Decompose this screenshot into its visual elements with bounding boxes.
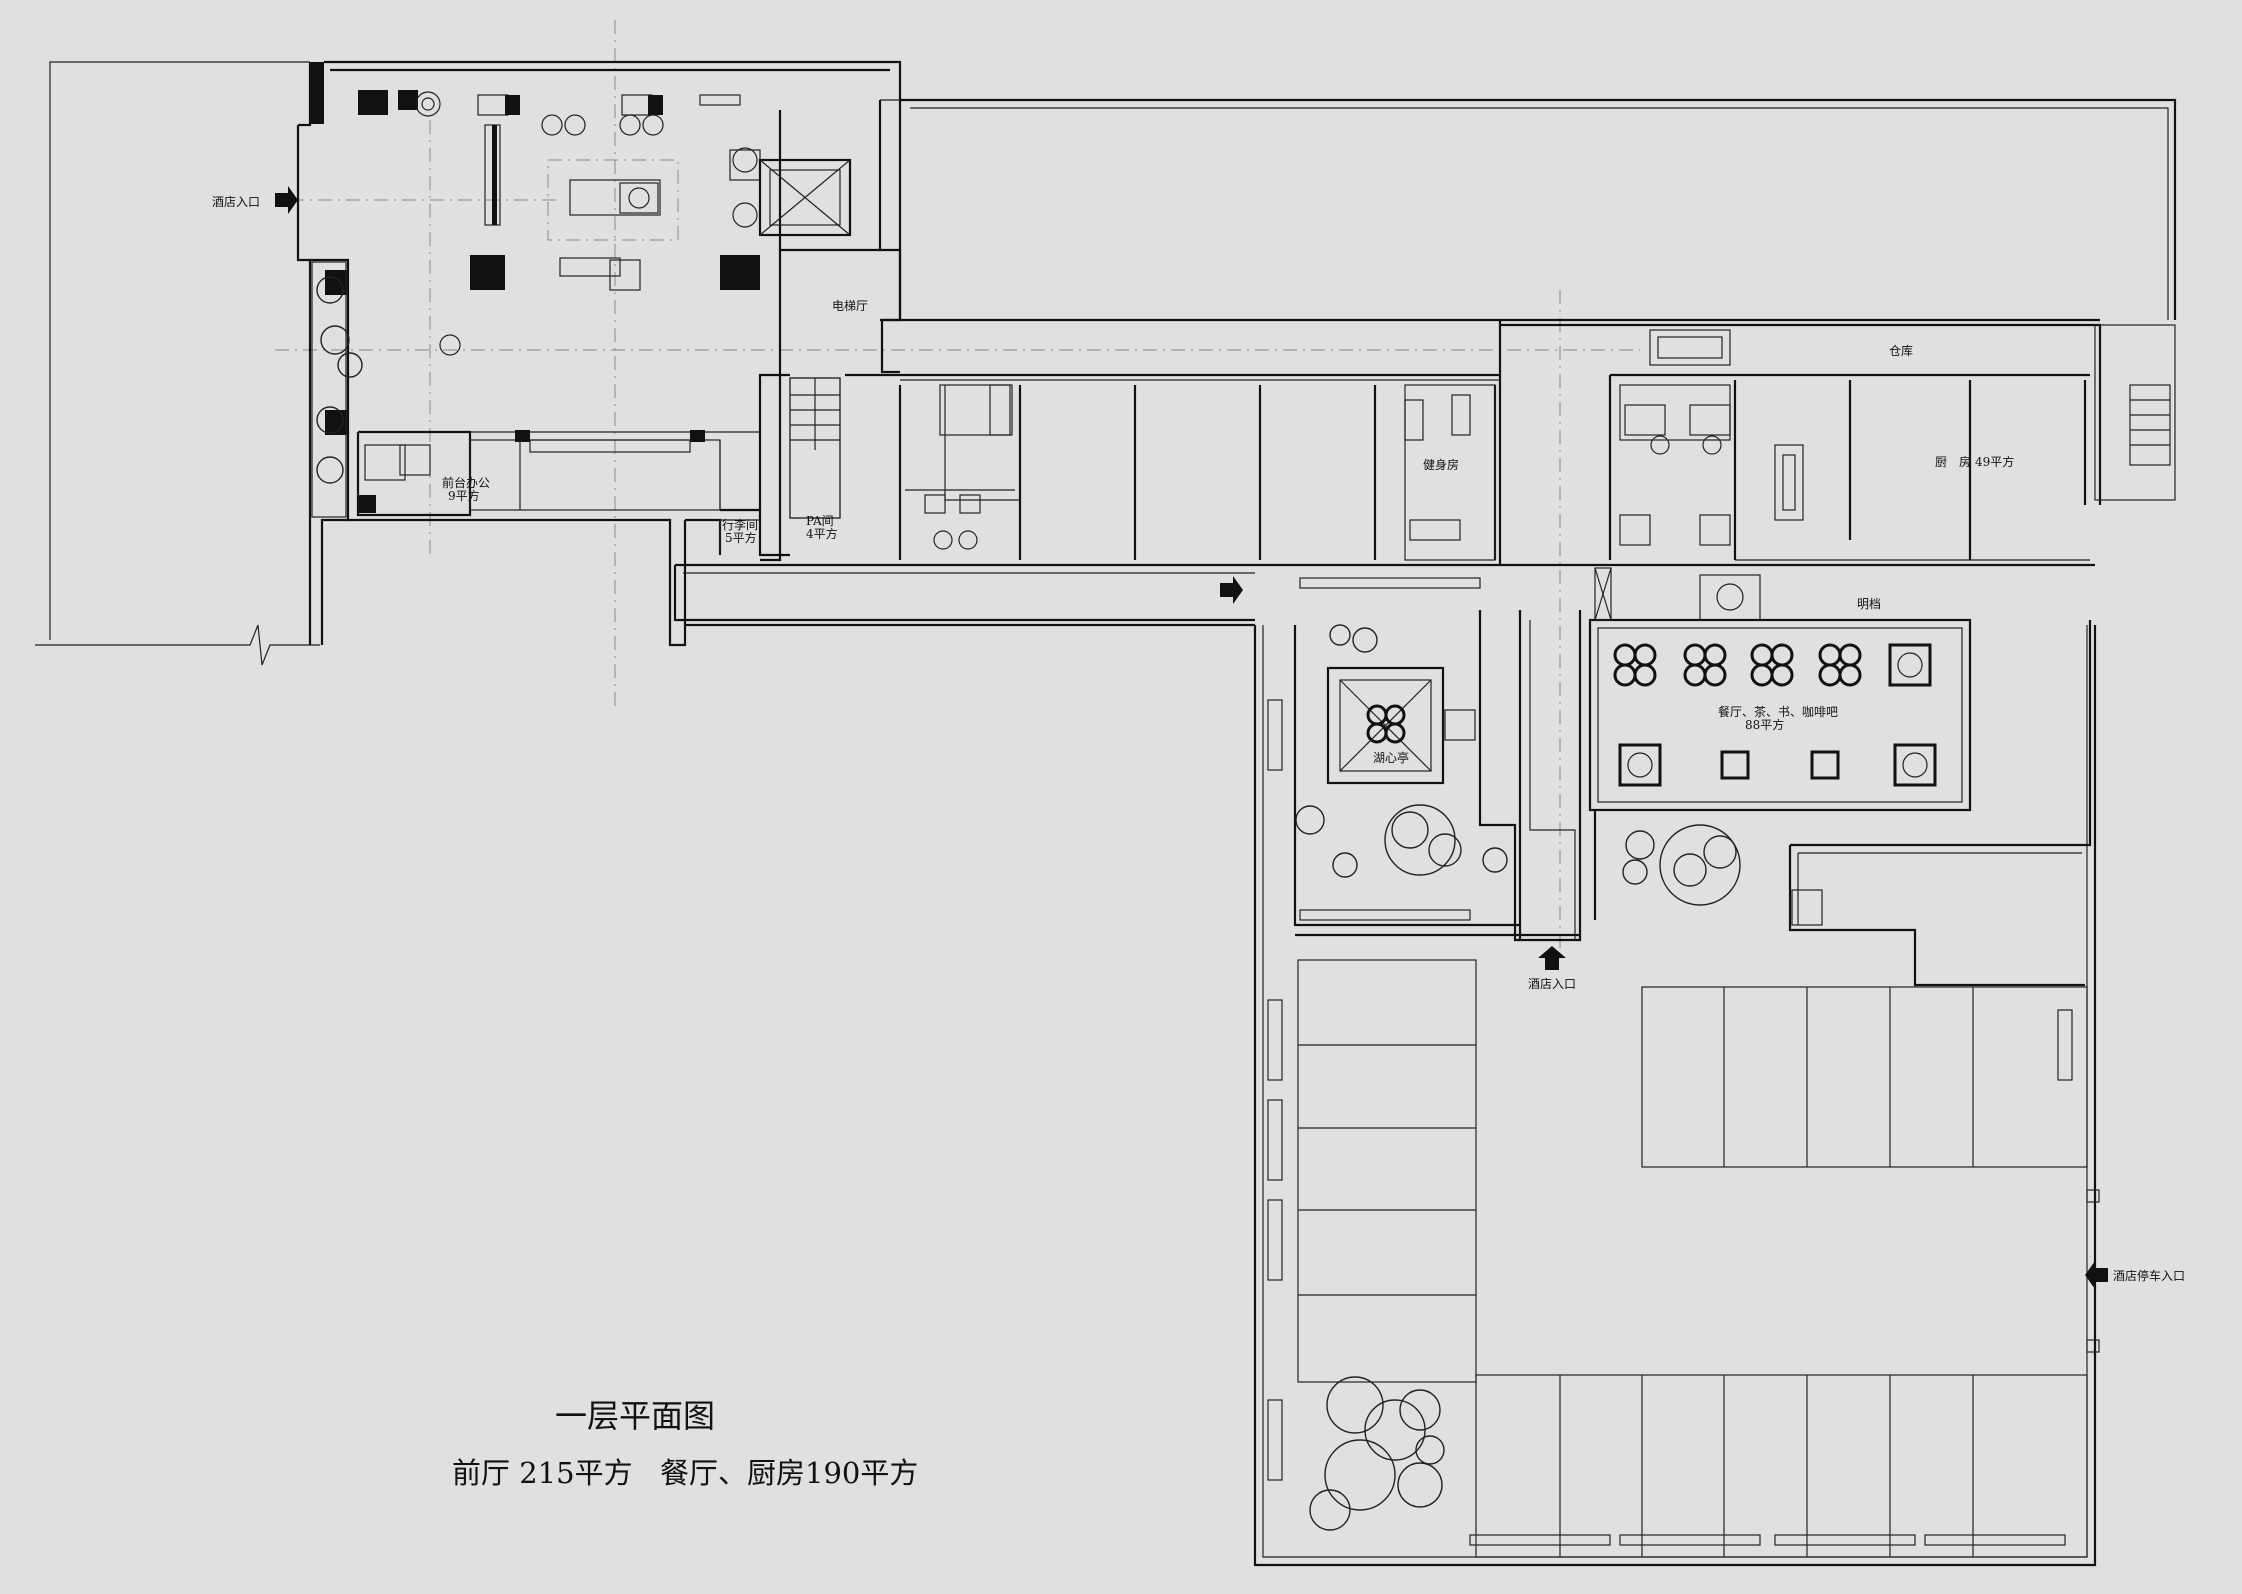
dining-kitchen-block bbox=[1500, 323, 2176, 621]
label-pa-room: PA间 bbox=[806, 514, 834, 528]
left-planters bbox=[311, 261, 363, 518]
plan-title-block: 一层平面图 前厅 215平方 餐厅、厨房190平方 bbox=[452, 1397, 918, 1490]
label-pantry: 明档 bbox=[1857, 597, 1881, 611]
label-kitchen-area: 49平方 bbox=[1975, 454, 2014, 469]
label-dining: 餐厅、茶、书、咖啡吧 bbox=[1718, 704, 1838, 719]
dining-room bbox=[1588, 567, 1972, 812]
hedge-strips bbox=[1267, 577, 2073, 1546]
label-luggage-room: 行李间 bbox=[722, 517, 758, 532]
label-warehouse: 仓库 bbox=[1889, 343, 1913, 358]
lobby-furniture bbox=[325, 90, 852, 519]
arrow-left-icon bbox=[2085, 1261, 2108, 1289]
label-luggage-room-area: 5平方 bbox=[725, 530, 757, 545]
area-note-front: 前厅 215平方 bbox=[452, 1456, 633, 1490]
dining-tables bbox=[1613, 643, 1937, 787]
arrow-up-icon bbox=[1538, 946, 1566, 970]
parking-stalls-east bbox=[1641, 986, 2088, 1168]
label-front-desk-office-area: 9平方 bbox=[448, 488, 480, 503]
label-elevator-hall: 电梯厅 bbox=[832, 299, 868, 313]
label-parking-entrance: 酒店停车入口 bbox=[2113, 1268, 2185, 1283]
label-front-desk-office: 前台办公 bbox=[442, 475, 490, 490]
arrow-right-icon bbox=[1220, 576, 1243, 604]
axis-lines bbox=[275, 20, 1640, 950]
label-hotel-entrance-west: 酒店入口 bbox=[212, 195, 260, 209]
landscape-trees bbox=[1295, 624, 1741, 1531]
stairs-west bbox=[789, 377, 841, 519]
corridor-block bbox=[673, 98, 2177, 627]
label-dining-area: 88平方 bbox=[1745, 717, 1784, 732]
parking-stalls-west bbox=[1297, 959, 1477, 1383]
lobby-block-walls bbox=[35, 60, 902, 666]
label-pa-room-area: 4平方 bbox=[806, 526, 838, 541]
plan-title: 一层平面图 bbox=[555, 1397, 715, 1435]
parking-stalls-south bbox=[1475, 1374, 2088, 1558]
parking-gate-posts bbox=[2086, 1189, 2100, 1353]
pavilion bbox=[1326, 666, 1476, 785]
label-pavilion: 湖心亭 bbox=[1373, 750, 1409, 765]
label-hotel-entrance-south: 酒店入口 bbox=[1528, 977, 1576, 991]
room-labels: 酒店入口 电梯厅 前台办公 9平方 行李间 5平方 PA间 4平方 健身房 仓库… bbox=[212, 195, 2185, 1283]
label-kitchen: 厨 房 bbox=[1935, 454, 1971, 469]
gym-equipment bbox=[924, 384, 1471, 550]
area-note-dining: 餐厅、厨房190平方 bbox=[660, 1456, 918, 1490]
label-gym: 健身房 bbox=[1423, 457, 1459, 472]
arrow-right-icon bbox=[275, 186, 298, 214]
entrance-arrows bbox=[275, 186, 2108, 1289]
